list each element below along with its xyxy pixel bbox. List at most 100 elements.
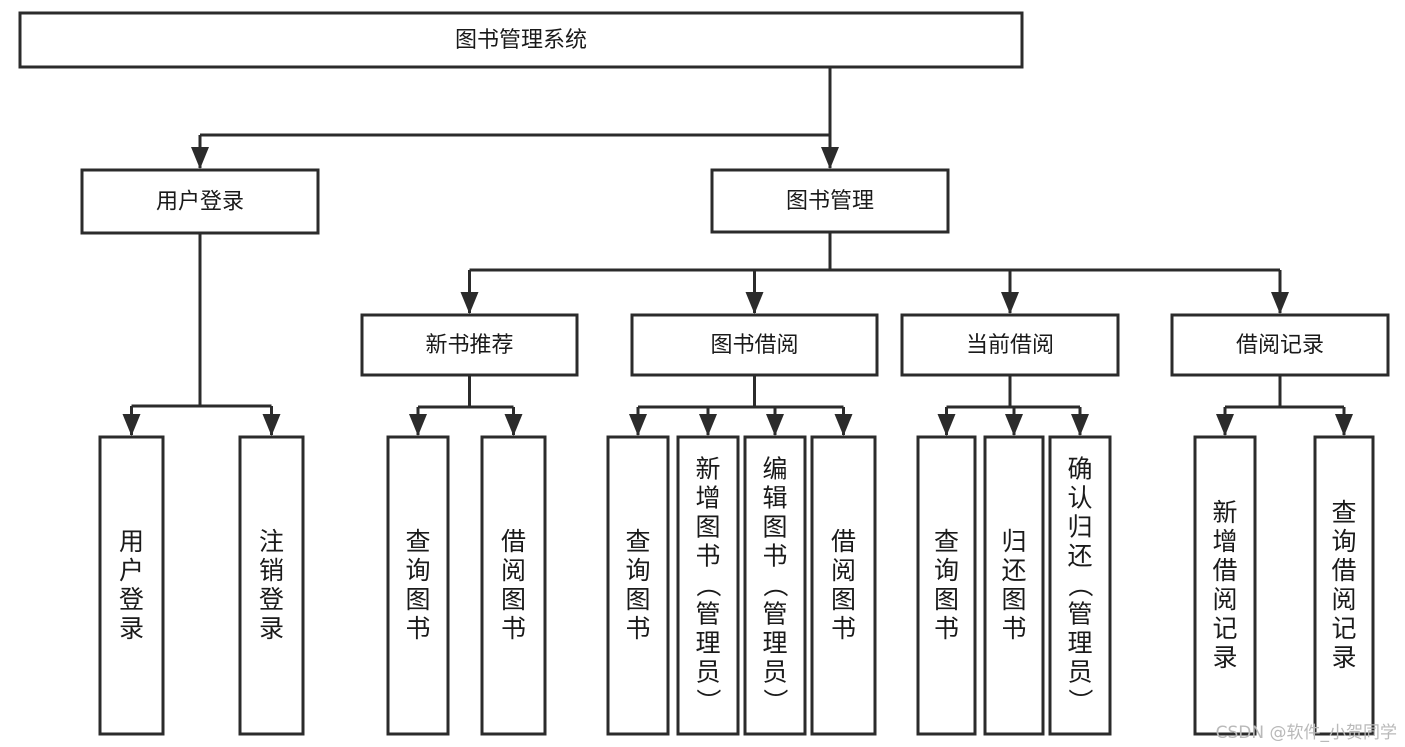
leaf-node-label-char: （ [760, 572, 789, 597]
leaf-node-label-char: 员 [762, 658, 787, 687]
arrow-head-icon [745, 292, 764, 314]
leaf-node-rect [386, 435, 450, 736]
level3-node-label: 借阅记录 [1236, 333, 1324, 358]
level2-node-label: 图书管理 [786, 189, 874, 214]
level3-node[interactable]: 新书推荐 [360, 313, 579, 377]
leaf-node-label-char: 归 [1067, 513, 1092, 542]
level3-node[interactable]: 当前借阅 [900, 313, 1120, 377]
leaf-node-label-char: 书 [934, 614, 959, 643]
arrow-head-icon [629, 414, 647, 436]
leaf-node-rect [606, 435, 670, 736]
leaf-node-rect [983, 435, 1045, 736]
leaf-node-label-char: 书 [695, 542, 720, 571]
level3-node-rect [1170, 313, 1390, 377]
arrow-head-icon [834, 414, 853, 436]
leaf-node-label-char: （ [1065, 572, 1094, 597]
watermark-text: CSDN @软件_小贺同学 [1215, 723, 1397, 743]
root-node-rect [18, 11, 1024, 69]
leaf-node-label-char: 询 [625, 556, 650, 585]
level3-node[interactable]: 图书借阅 [630, 313, 879, 377]
arrow-head-icon [937, 414, 956, 436]
leaf-node-rect [676, 435, 740, 736]
leaf-node-label-char: 书 [762, 542, 787, 571]
root-node[interactable]: 图书管理系统 [18, 11, 1024, 69]
leaf-node-label-char: 管 [1067, 600, 1092, 629]
arrow-head-icon [191, 147, 209, 169]
arrow-head-icon [460, 292, 479, 314]
leaf-node-label-char: 图 [762, 513, 787, 542]
leaf-node-label-char: 书 [1001, 614, 1026, 643]
leaf-node-label-char: ） [760, 688, 789, 713]
arrow-head-icon [1005, 414, 1023, 436]
level3-node-rect [900, 313, 1120, 377]
leaf-node-label-char: 记 [1212, 614, 1237, 643]
arrow-head-icon [1216, 414, 1234, 436]
level2-node-rect [80, 168, 320, 235]
leaf-node-label-char: 询 [405, 556, 430, 585]
level2-node-rect [710, 168, 950, 234]
leaf-node-label-char: 增 [1212, 527, 1237, 556]
leaf-node-label-char: 登 [119, 585, 144, 614]
level3-node-rect [630, 313, 879, 377]
leaf-node[interactable]: 用户登录 [98, 435, 165, 736]
leaf-node-label-char: 书 [501, 614, 526, 643]
leaf-node-label-char: 销 [259, 556, 284, 585]
leaf-node-label-char: 管 [762, 600, 787, 629]
leaf-node-label-char: 录 [1212, 643, 1237, 672]
leaf-node-label-char: （ [693, 572, 722, 597]
leaf-node-label-char: 理 [762, 629, 787, 658]
leaf-node-rect [238, 435, 305, 736]
leaf-node-label-char: 还 [1067, 542, 1092, 571]
leaf-node-label-char: 还 [1001, 556, 1026, 585]
leaf-node-label-char: 阅 [501, 556, 526, 585]
level3-node-label: 图书借阅 [710, 333, 798, 358]
arrow-head-icon [409, 414, 427, 436]
level3-node[interactable]: 借阅记录 [1170, 313, 1390, 377]
leaf-node-label-char: 查 [1331, 498, 1356, 527]
leaf-node-rect [1048, 435, 1112, 736]
leaf-node-label-char: 录 [119, 614, 144, 643]
leaf-node-label-char: 编 [762, 455, 787, 484]
root-node-label: 图书管理系统 [455, 28, 587, 53]
arrow-head-icon [122, 414, 141, 436]
arrow-head-icon [766, 414, 784, 436]
leaf-node-label-char: 注 [259, 527, 284, 556]
leaf-node-label-char: 图 [1001, 585, 1026, 614]
leaf-node-label-char: 询 [1331, 527, 1356, 556]
level2-node[interactable]: 用户登录 [80, 168, 320, 235]
leaf-node-label-char: ） [693, 688, 722, 713]
arrow-head-icon [821, 147, 839, 169]
leaf-node-label-char: ） [1065, 688, 1094, 713]
arrow-head-icon [1001, 292, 1019, 314]
connector-layer [122, 67, 1353, 436]
level2-node[interactable]: 图书管理 [710, 168, 950, 234]
leaf-node-rect [810, 435, 877, 736]
level3-node-rect [360, 313, 579, 377]
leaf-node-label-char: 管 [695, 600, 720, 629]
level3-node-label: 新书推荐 [425, 333, 513, 358]
level2-node-label: 用户登录 [156, 190, 244, 215]
leaf-node-label-char: 登 [259, 585, 284, 614]
leaf-node-label-char: 借 [501, 527, 526, 556]
leaf-node-label-char: 录 [259, 614, 284, 643]
arrow-head-icon [699, 414, 717, 436]
leaf-node-label-char: 确 [1067, 455, 1092, 484]
level3-node-label: 当前借阅 [966, 333, 1054, 358]
arrow-head-icon [1071, 414, 1089, 436]
leaf-node-label-char: 图 [934, 585, 959, 614]
leaf-node-label-char: 户 [119, 556, 144, 585]
leaf-node-label-char: 理 [1067, 629, 1092, 658]
leaf-node-label-char: 图 [405, 585, 430, 614]
